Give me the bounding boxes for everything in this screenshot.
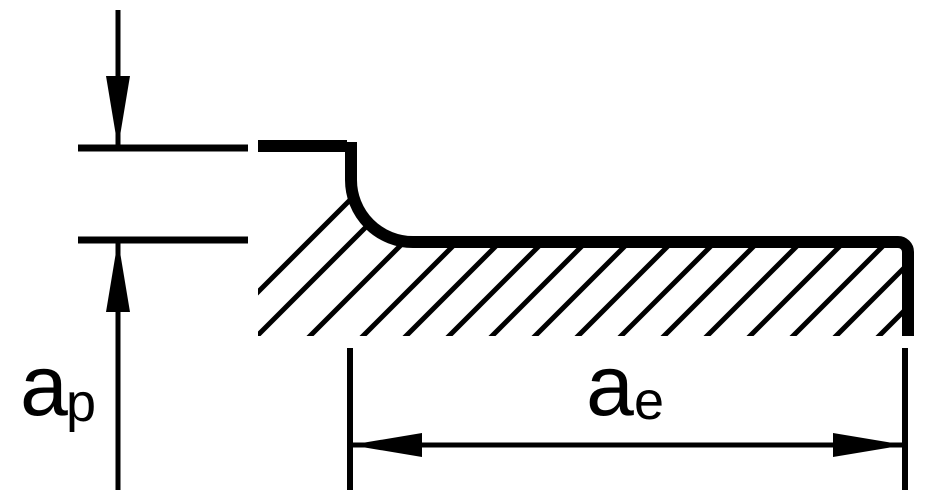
ap-arrow-up-icon bbox=[106, 240, 130, 312]
ae-label-subscript: e bbox=[634, 371, 664, 431]
depth-of-cut-dimension bbox=[78, 10, 248, 490]
step-fillet-and-lower-surface bbox=[345, 142, 914, 336]
ae-arrow-right-icon bbox=[833, 433, 905, 457]
ap-arrow-down-icon bbox=[106, 76, 130, 148]
workpiece-profile bbox=[258, 140, 914, 336]
ae-label-symbol: a bbox=[586, 338, 634, 434]
ae-arrow-left-icon bbox=[350, 433, 422, 457]
workpiece-hatching bbox=[258, 188, 908, 336]
dimension-labels: a p a e bbox=[20, 338, 664, 434]
ap-label-subscript: p bbox=[66, 373, 96, 433]
width-of-cut-dimension bbox=[347, 348, 908, 490]
ap-label-symbol: a bbox=[20, 338, 68, 434]
